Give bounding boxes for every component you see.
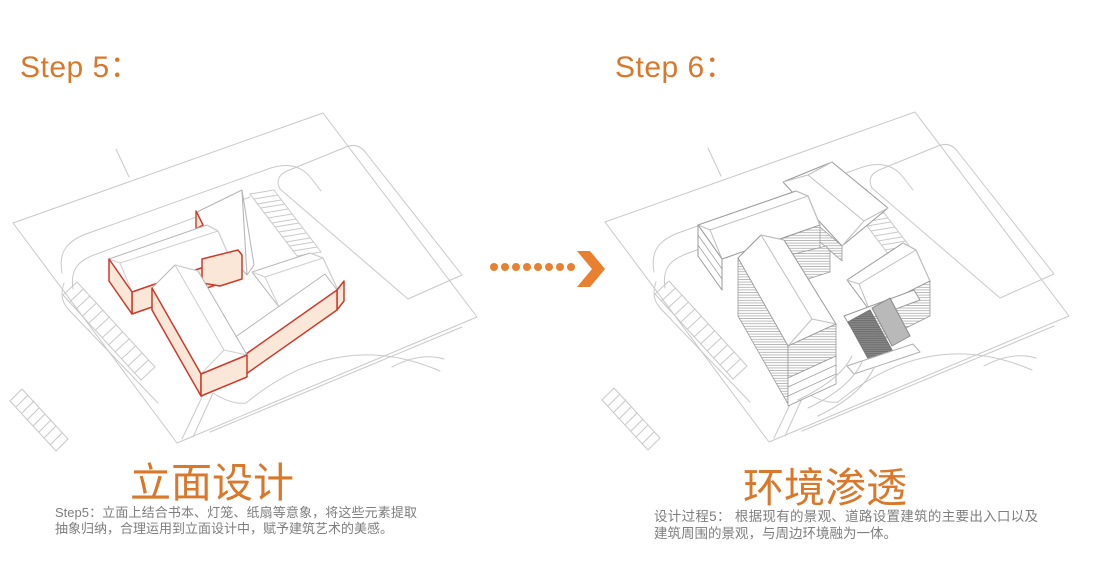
- step5-heading: Step 5：: [20, 51, 141, 84]
- left-description: Step5：立面上结合书本、灯笼、纸扇等意象，将这些元素提取抽象归纳，合理运用到…: [55, 505, 417, 536]
- right-title: 环境渗透: [743, 465, 907, 511]
- right-description: 设计过程5： 根据现有的景观、道路设置建筑的主要出入口以及建筑周围的景观，与周边…: [654, 509, 1038, 541]
- building-environment-render: [697, 161, 931, 417]
- dotted-arrow-right-icon: [490, 251, 605, 287]
- step6-heading: Step 6：: [615, 51, 736, 84]
- left-title: 立面设计: [130, 460, 294, 506]
- site-plan-right: [601, 111, 1070, 451]
- building-facade-highlight: [108, 189, 345, 397]
- site-plan-left: [9, 112, 478, 452]
